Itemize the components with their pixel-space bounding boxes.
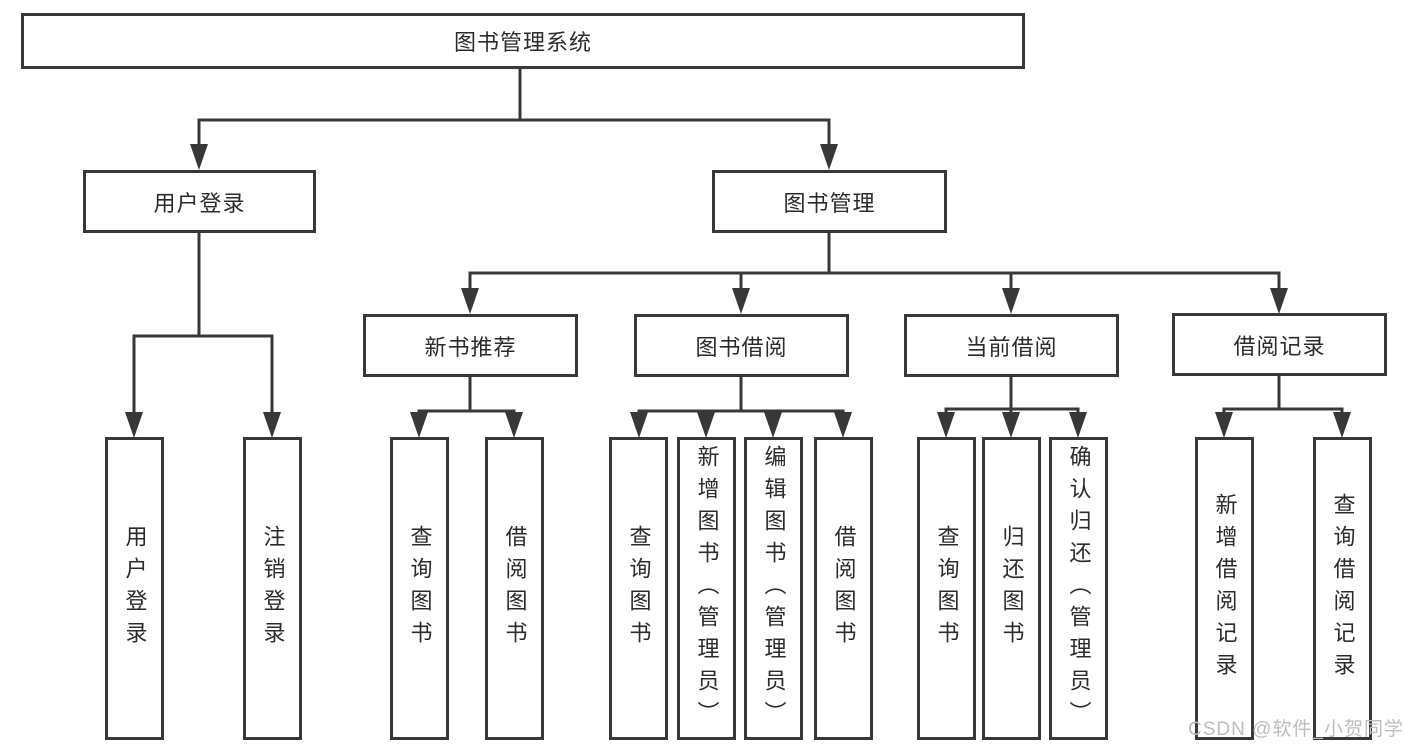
leaf-label: 借阅图书 bbox=[502, 524, 528, 653]
node-library-management-system: 图书管理系统 bbox=[21, 13, 1025, 69]
leaf-borrow-books: 借阅图书 bbox=[814, 437, 873, 740]
leaf-confirm-return-admin: 确认归还（管理员） bbox=[1049, 437, 1108, 740]
leaf-label: 编辑图书（管理员） bbox=[761, 444, 787, 733]
leaf-label: 用户登录 bbox=[122, 524, 148, 653]
leaf-label: 新增借阅记录 bbox=[1212, 492, 1238, 685]
leaf-add-books-admin: 新增图书（管理员） bbox=[677, 437, 736, 740]
leaf-label: 查询图书 bbox=[934, 524, 960, 653]
node-current-borrowing: 当前借阅 bbox=[904, 314, 1119, 377]
node-book-management: 图书管理 bbox=[712, 170, 947, 233]
leaf-borrow-books-recommend: 借阅图书 bbox=[485, 437, 544, 740]
node-book-borrowing: 图书借阅 bbox=[634, 314, 849, 377]
node-new-book-recommendation: 新书推荐 bbox=[363, 314, 578, 377]
csdn-watermark: CSDN @软件_小贺同学 bbox=[1188, 719, 1404, 740]
leaf-label: 查询借阅记录 bbox=[1330, 492, 1356, 685]
leaf-return-books: 归还图书 bbox=[982, 437, 1041, 740]
leaf-label: 借阅图书 bbox=[831, 524, 857, 653]
leaf-query-borrow-record: 查询借阅记录 bbox=[1313, 437, 1372, 740]
leaf-label: 新增图书（管理员） bbox=[694, 444, 720, 733]
leaf-label: 查询图书 bbox=[407, 524, 433, 653]
node-user-login: 用户登录 bbox=[83, 170, 316, 233]
leaf-label: 注销登录 bbox=[260, 524, 286, 653]
leaf-query-books-current: 查询图书 bbox=[917, 437, 976, 740]
leaf-query-books-borrowing: 查询图书 bbox=[609, 437, 668, 740]
node-borrowing-records: 借阅记录 bbox=[1172, 313, 1387, 376]
leaf-add-borrow-record: 新增借阅记录 bbox=[1195, 437, 1254, 740]
leaf-logout: 注销登录 bbox=[243, 437, 302, 740]
leaf-label: 确认归还（管理员） bbox=[1066, 444, 1092, 733]
leaf-edit-books-admin: 编辑图书（管理员） bbox=[744, 437, 803, 740]
leaf-label: 归还图书 bbox=[999, 524, 1025, 653]
leaf-user-login: 用户登录 bbox=[105, 437, 164, 740]
leaf-label: 查询图书 bbox=[626, 524, 652, 653]
leaf-query-books-recommend: 查询图书 bbox=[390, 437, 449, 740]
